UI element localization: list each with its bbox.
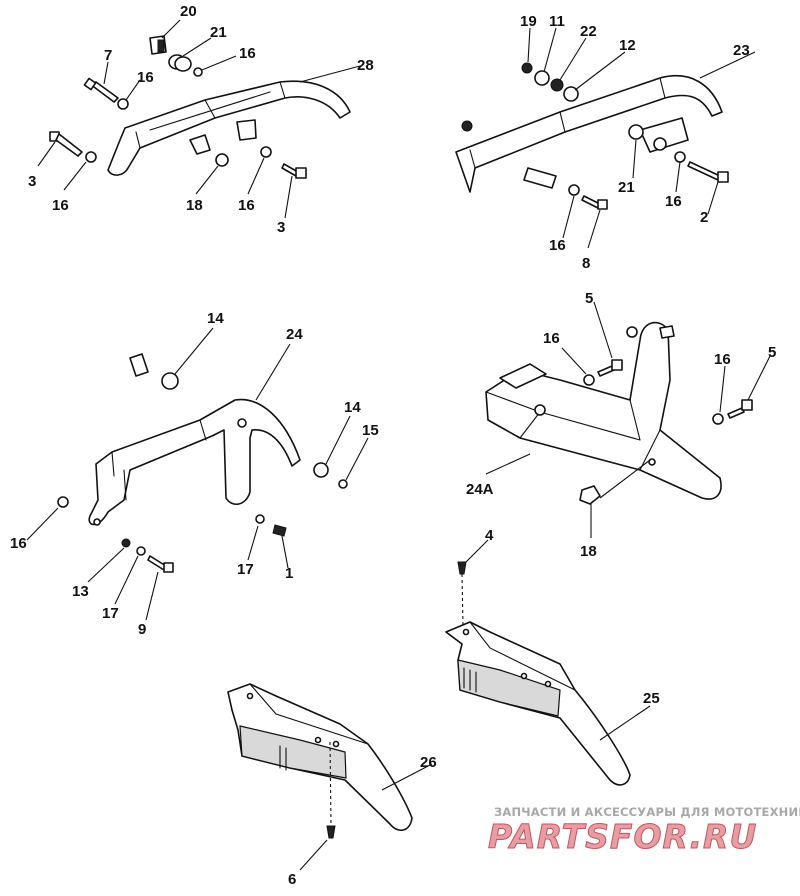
callout-14: 14 — [207, 310, 224, 327]
bolt-5-left — [597, 359, 623, 377]
nut-19 — [521, 62, 533, 74]
callout-21: 21 — [618, 179, 635, 196]
watermark: ЗАПЧАСТИ И АКСЕССУАРЫ ДЛЯ МОТОТЕХНИКИ PA… — [488, 805, 800, 857]
callout-5: 5 — [585, 290, 593, 307]
callout-13: 13 — [72, 583, 89, 600]
nut-top-23 — [461, 120, 473, 132]
screw-4 — [457, 561, 467, 575]
washer-16-left — [117, 98, 129, 110]
chain-guard-23-assembly: 19 11 22 12 23 21 16 2 16 8 — [455, 13, 756, 272]
callout-16: 16 — [239, 45, 256, 62]
callout-22: 22 — [580, 23, 597, 40]
callout-2: 2 — [700, 209, 708, 226]
spacer-11 — [534, 70, 550, 86]
chain-guard-28 — [107, 80, 351, 176]
washer-16-right — [260, 146, 272, 158]
bolt-9 — [147, 555, 174, 573]
callout-19: 19 — [520, 13, 537, 30]
bolt-5-right — [727, 399, 753, 419]
callout-18: 18 — [186, 197, 203, 214]
callout-24a: 24A — [466, 481, 494, 498]
screw-6 — [326, 825, 336, 839]
callout-16: 16 — [137, 69, 154, 86]
bushing-12 — [563, 86, 579, 102]
chain-guard-24a — [485, 321, 722, 500]
callout-12: 12 — [619, 37, 636, 54]
chain-guard-24-assembly: 14 24 14 15 16 13 17 9 17 1 — [10, 310, 379, 638]
callout-16: 16 — [549, 237, 566, 254]
guard-28-bracket — [236, 119, 257, 141]
callout-28: 28 — [357, 57, 374, 74]
washer-16-right-23 — [674, 151, 686, 163]
callout-17: 17 — [237, 561, 254, 578]
bolt-2 — [687, 161, 729, 183]
spacer-20 — [149, 35, 167, 55]
bushing-21-right — [628, 124, 644, 140]
callout-1: 1 — [285, 565, 293, 582]
bolt-8 — [581, 195, 608, 210]
chain-guard-25-assembly: 4 25 — [445, 527, 660, 786]
callout-5: 5 — [768, 344, 776, 361]
washer-13 — [121, 538, 131, 548]
washer-17-left — [136, 546, 146, 556]
washer-22 — [550, 78, 564, 92]
callout-24: 24 — [286, 326, 303, 343]
washer-17-right — [255, 514, 265, 524]
grommet-14-left — [161, 372, 179, 390]
callout-9: 9 — [138, 621, 146, 638]
callout-16: 16 — [543, 330, 560, 347]
chain-guard-24 — [88, 398, 301, 526]
nut-18 — [215, 153, 229, 167]
bolt-3-left — [49, 131, 83, 157]
callout-23: 23 — [733, 42, 750, 59]
callout-4: 4 — [485, 527, 494, 544]
bolt-3-right — [281, 163, 307, 179]
chain-guard-24a-assembly: 5 16 16 5 24A 18 — [466, 290, 776, 560]
callout-3: 3 — [277, 219, 285, 236]
chain-guard-26-assembly: 26 6 — [227, 683, 437, 888]
callout-16: 16 — [665, 193, 682, 210]
callout-21: 21 — [210, 24, 227, 41]
washer-16-top — [193, 67, 203, 77]
callout-16: 16 — [52, 197, 69, 214]
bolt-7 — [83, 77, 119, 103]
callout-16: 16 — [10, 535, 27, 552]
washer-16-24a-left — [583, 374, 595, 386]
callout-7: 7 — [104, 47, 112, 64]
washer-16-lower-23 — [568, 184, 580, 196]
callout-3: 3 — [28, 173, 36, 190]
callout-6: 6 — [288, 871, 296, 888]
screw-top-24 — [129, 353, 149, 377]
callout-15: 15 — [362, 422, 379, 439]
grommet-14-right — [313, 462, 329, 478]
callout-8: 8 — [582, 255, 590, 272]
callout-17: 17 — [102, 605, 119, 622]
bushing-21 — [168, 54, 192, 72]
nut-18-24a — [579, 485, 601, 505]
callout-18: 18 — [580, 543, 597, 560]
callout-25: 25 — [643, 690, 660, 707]
watermark-subtitle: ЗАПЧАСТИ И АКСЕССУАРЫ ДЛЯ МОТОТЕХНИКИ — [494, 805, 800, 819]
chain-guard-28-assembly: 20 21 16 7 16 28 3 16 18 16 3 — [28, 3, 374, 236]
washer-15 — [338, 479, 348, 489]
callout-16: 16 — [238, 197, 255, 214]
callout-11: 11 — [549, 13, 565, 30]
washer-16-24 — [57, 496, 69, 508]
watermark-logo: PARTSFOR.RU — [488, 817, 757, 856]
screw-1 — [272, 524, 287, 537]
callout-16: 16 — [714, 351, 731, 368]
callout-20: 20 — [180, 3, 197, 20]
washer-16-lower — [85, 151, 97, 163]
callout-26: 26 — [420, 754, 437, 771]
callout-14: 14 — [344, 399, 361, 416]
washer-16-24a-right — [712, 413, 724, 425]
